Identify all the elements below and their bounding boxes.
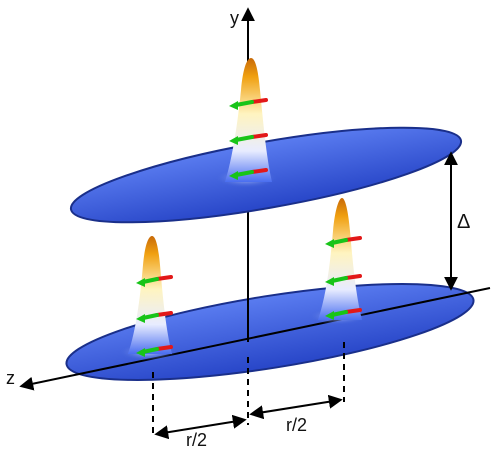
- spin-arrows-upper: [229, 98, 268, 180]
- half-distance-label-right: r/2: [286, 415, 307, 435]
- half-distance-label-left: r/2: [186, 430, 207, 450]
- gap-label: Δ: [457, 211, 470, 233]
- lower-plane: [65, 283, 475, 381]
- spin-arrows-lower-right: [325, 236, 362, 320]
- spin-arrows-lower-left: [136, 275, 173, 357]
- projection-lines: [152, 342, 345, 436]
- dimension-arrows: [154, 394, 343, 440]
- y-axis-label: y: [230, 8, 239, 28]
- z-axis-label: z: [6, 368, 15, 388]
- z-axis: [19, 287, 491, 391]
- peak-upper: [214, 58, 278, 188]
